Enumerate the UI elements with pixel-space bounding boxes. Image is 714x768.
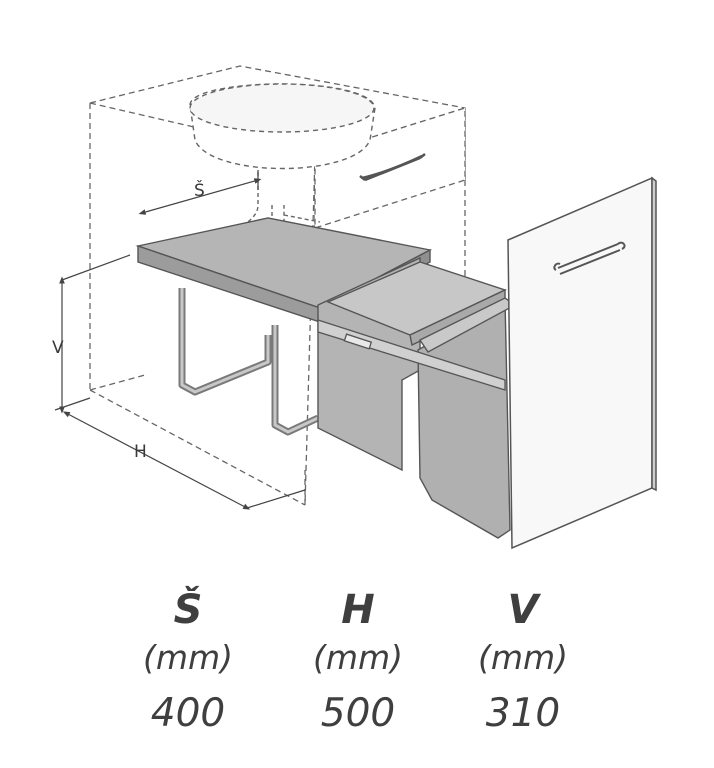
spec-label: Š	[173, 587, 203, 633]
spec-unit: (mm)	[477, 638, 569, 677]
dimension-height-label: V	[52, 338, 64, 358]
spec-column-width: Š (mm) 400	[108, 588, 268, 738]
spec-column-depth: H (mm) 500	[278, 588, 438, 738]
dimension-height	[54, 254, 131, 414]
spec-unit: (mm)	[142, 638, 234, 677]
dimension-width	[138, 170, 262, 215]
dimension-spec-table: Š (mm) 400 H (mm) 500 V (mm) 310	[0, 588, 714, 758]
dimension-depth	[62, 411, 306, 510]
spec-value: 310	[485, 691, 561, 736]
cabinet-top-drawer	[314, 107, 466, 229]
cabinet-bin-diagram: Š V H	[52, 65, 657, 550]
dimension-width-label: Š	[194, 179, 205, 201]
spec-value: 400	[150, 691, 226, 736]
front-panel	[507, 176, 657, 550]
spec-unit: (mm)	[312, 638, 404, 677]
waste-bin-left	[317, 256, 507, 472]
spec-label: H	[341, 587, 375, 633]
spec-label: V	[507, 587, 539, 633]
waste-bin-right	[417, 297, 517, 539]
spec-value: 500	[320, 691, 396, 736]
spec-column-height: V (mm) 310	[443, 588, 603, 738]
slide-rail	[317, 319, 506, 391]
dimension-depth-label: H	[134, 442, 147, 462]
